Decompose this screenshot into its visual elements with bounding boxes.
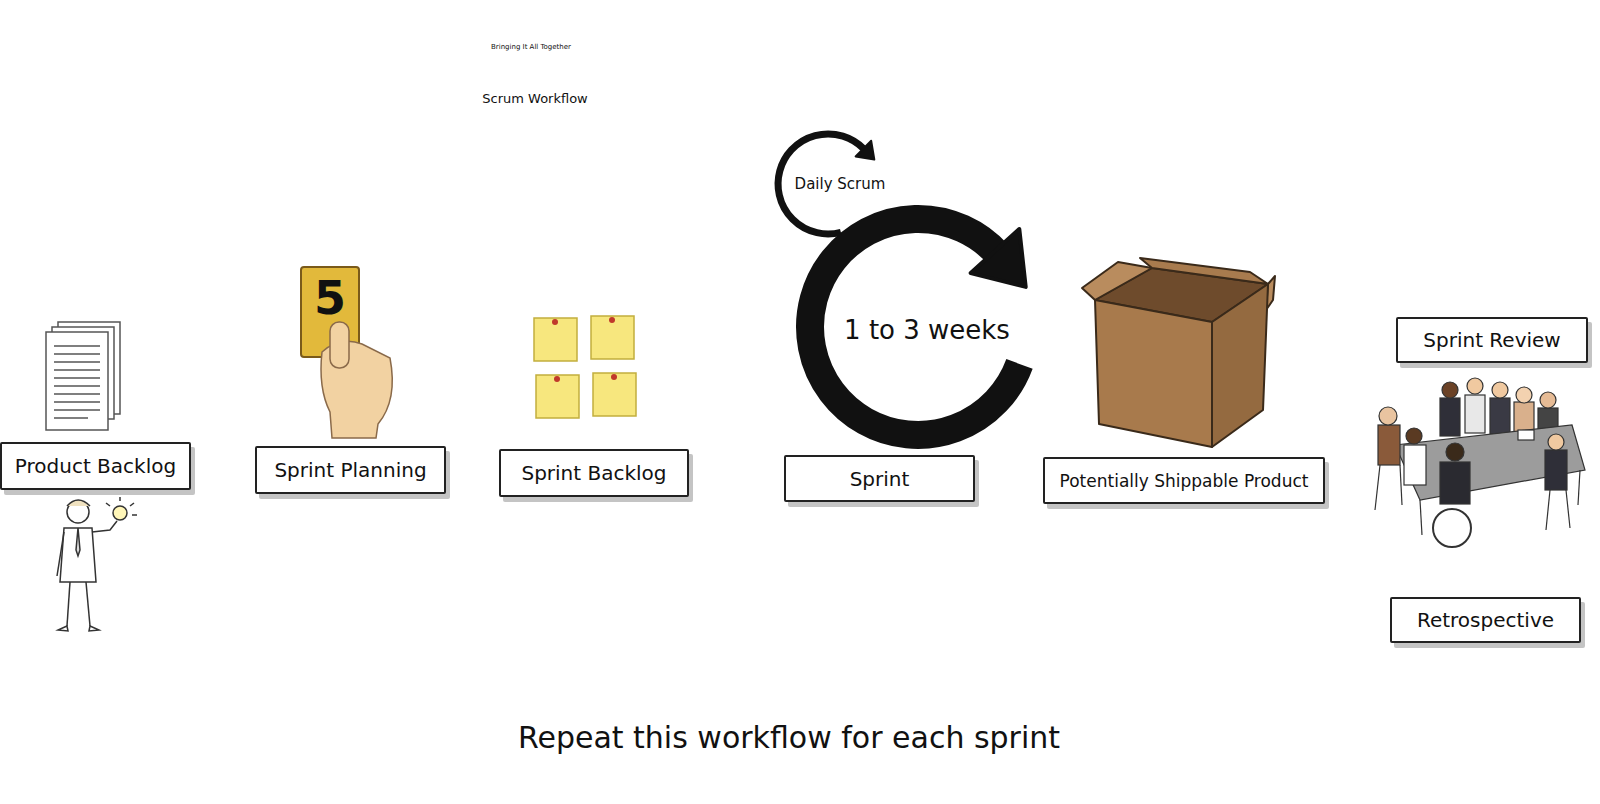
chair-leg [1400,465,1402,505]
person [1545,450,1567,490]
event-label: Retrospective [1390,597,1581,643]
head [1379,407,1397,425]
pin [611,374,617,380]
meeting-table [1395,425,1585,500]
subtitle-text: Bringing It All Together [491,43,571,51]
pin [609,317,615,323]
light-bulb [113,506,127,520]
person [1465,395,1485,433]
document-stack [46,322,120,430]
pin [554,376,560,382]
box-label: Product Backlog [15,454,176,478]
box-label: Sprint Review [1423,328,1560,352]
card-number: 5 [314,271,346,325]
hair [67,500,90,506]
sprint-cycle [778,134,1026,435]
suit [60,528,96,582]
box-label: Potentially Shippable Product [1060,471,1309,491]
text-line [54,369,100,371]
head [1442,382,1458,398]
text-line [54,377,100,379]
head [1492,382,1508,398]
diagram-title: Scrum Workflow [482,91,587,106]
page [46,332,108,430]
table-leg [1578,470,1580,505]
text-line [54,345,100,347]
person [1440,398,1460,436]
thumb [330,322,349,368]
text-line [54,361,100,363]
head [1540,392,1556,408]
wheelchair-wheel [1433,509,1471,547]
leg [67,582,70,626]
box-front [1095,300,1212,447]
meeting-illustration [1375,378,1585,547]
text-line [54,353,100,355]
arm [57,532,64,576]
artifact-label: Potentially Shippable Product [1043,457,1325,504]
sticky-note [536,375,579,418]
planning-poker-hand [301,267,392,438]
process-label: Sprint Planning [255,446,446,494]
head [1516,387,1532,403]
person [1490,398,1510,434]
sticky-notes [534,316,636,418]
shoe [58,626,68,631]
chair-leg [1375,465,1380,510]
sticky-note [593,373,636,416]
bulb-ray [106,503,110,506]
box-label: Sprint Planning [274,458,426,482]
sticky-note [534,318,577,361]
text-line [54,385,100,387]
bulb-ray [130,503,134,506]
box-side [1212,284,1268,447]
head [1446,443,1464,461]
head [1548,434,1564,450]
bulb-ray [119,497,121,501]
box-label: Sprint Backlog [521,461,666,485]
person [1440,462,1470,504]
papers [1518,430,1534,440]
sprint-cycle-arrow [810,219,1019,435]
tie [76,528,80,556]
box-label: Sprint [850,467,910,491]
pin [552,319,558,325]
box-flap [1082,262,1152,300]
table-leg [1420,500,1422,535]
leg [86,582,90,626]
process-label: Product Backlog [0,442,191,490]
person [1404,445,1426,485]
arrowhead [856,141,875,160]
text-line [54,393,100,395]
shoe [89,626,99,631]
arrowhead [971,229,1026,287]
diagram-caption: Repeat this workflow for each sprint [518,720,1060,755]
duration-label: 1 to 3 weeks [844,315,1010,345]
head [67,501,89,523]
cycle-label: Daily Scrum [795,175,886,193]
head [1406,428,1422,444]
text-line [54,417,88,419]
process-label: Sprint [784,455,975,502]
text-line [54,409,100,411]
text-line [54,401,100,403]
artifact-label: Sprint Backlog [499,449,689,497]
arm [92,521,117,532]
person [1378,425,1400,465]
event-label: Sprint Review [1396,317,1588,363]
box-flap [1140,258,1268,284]
box-label: Retrospective [1417,608,1554,632]
bulb-ray [132,514,137,516]
chair-leg [1566,490,1570,528]
chair-leg [1546,490,1550,530]
product-owner-figure [57,497,137,631]
head [1467,378,1483,394]
product-box [1082,258,1275,447]
sticky-note [591,316,634,359]
